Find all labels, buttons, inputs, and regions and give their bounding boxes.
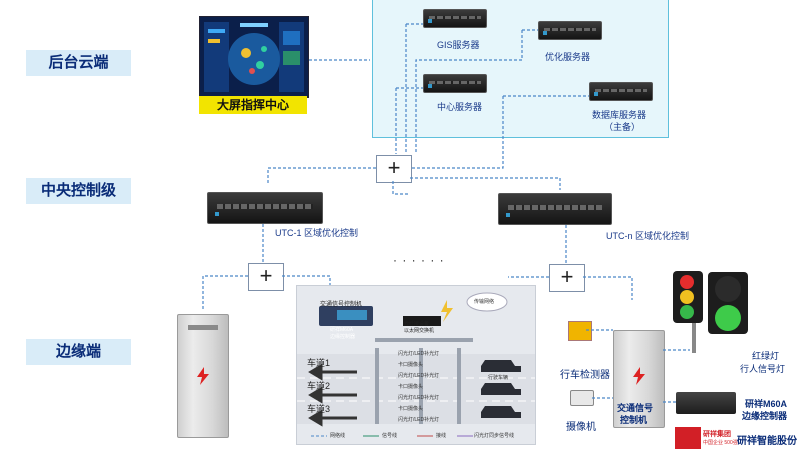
- hub-edge-right: +: [549, 264, 585, 292]
- edge-device-label-2: 边缘控制器: [742, 411, 788, 421]
- ellipsis: · · · · · ·: [393, 253, 445, 267]
- scene-device-row-6: 卡口摄像头: [398, 406, 424, 412]
- link-optimize-bus: [415, 30, 523, 154]
- tier-label-central: 中央控制级: [26, 178, 131, 204]
- scene-device-row-2: 卡口摄像头: [398, 362, 424, 368]
- scene-device-row-5: 闪光灯/LED补光灯: [398, 395, 440, 401]
- light-label-2: 行人信号灯: [740, 364, 786, 374]
- scene-edge-controller-1: 研祥M60A: [330, 327, 354, 333]
- signal-pole: [692, 323, 696, 353]
- logo-company: 研祥智能股份: [737, 436, 797, 447]
- roadside-cabinet-left: [177, 314, 229, 438]
- utc1-label: UTC-1 区域优化控制: [275, 228, 358, 238]
- scene-switch-1: 光纤接设备: [404, 321, 430, 327]
- scene-legend-2: 信号线: [382, 433, 398, 439]
- link-database-bus: [411, 96, 504, 169]
- edge-controller-device: [676, 392, 736, 414]
- road-scene: [297, 292, 535, 437]
- utc1-server: [207, 192, 323, 224]
- scene-edge-controller-2: 边缘控制器: [330, 334, 356, 340]
- vehicle-detector: [568, 321, 592, 341]
- light-label-1: 红绿灯: [752, 351, 780, 361]
- logo-brand: 研祥集团: [703, 431, 731, 438]
- hub-central: +: [376, 155, 412, 183]
- database-server-sublabel: （主备）: [604, 122, 641, 132]
- scene-legend-3: 接线: [436, 433, 447, 439]
- link-hub-down: [392, 181, 410, 195]
- center-server: [423, 74, 487, 93]
- scene-device-row-3: 闪光灯/LED补光灯: [398, 373, 440, 379]
- signal-controller-label-1: 交通信号: [617, 403, 654, 413]
- gis-server-label: GIS服务器: [437, 40, 480, 50]
- optimize-server-label: 优化服务器: [545, 52, 591, 62]
- logo-badge: 中国企业 500强: [703, 440, 738, 446]
- pedestrian-signal: [708, 272, 748, 334]
- hub-edge-left: +: [248, 263, 284, 291]
- utcn-label: UTC-n 区域优化控制: [606, 231, 689, 241]
- scene-controller-title: 交通信号控制机: [320, 302, 363, 308]
- scene-network-cloud: 传输网络: [474, 299, 495, 305]
- company-logo-mark: [675, 427, 701, 449]
- link-hub-utc1: [267, 167, 376, 183]
- scene-device-row-1: 闪光灯/LED补光灯: [398, 351, 440, 357]
- database-server-label: 数据库服务器: [592, 110, 647, 120]
- tier-label-edge: 边缘端: [26, 339, 131, 365]
- signal-controller-cabinet: [613, 330, 665, 428]
- tier-label-cloud: 后台云端: [26, 50, 131, 76]
- scene-lane-2: 车道2: [307, 381, 331, 391]
- scene-device-row-7: 闪光灯/LED补光灯: [398, 417, 440, 423]
- scene-panel: [296, 285, 536, 445]
- link-hub-left-cabinet: [202, 275, 248, 310]
- edge-device-label-1: 研祥M60A: [745, 399, 788, 409]
- vehicle-detector-label: 行车检测器: [560, 370, 610, 381]
- gis-server: [423, 9, 487, 28]
- scene-legend-4: 闪光灯同步信号线: [474, 433, 515, 439]
- database-server: [589, 82, 653, 101]
- scene-device-row-4: 卡口摄像头: [398, 384, 424, 390]
- traffic-light: [673, 271, 703, 323]
- scene-switch-2: 以太网交换机: [404, 328, 435, 334]
- scene-lane-3: 车道3: [307, 404, 331, 414]
- cloud-server-panel: [372, 0, 669, 138]
- link-hub-utcn: [410, 177, 561, 190]
- scene-legend-1: 网络线: [330, 433, 346, 439]
- link-hub-right-controller: [583, 276, 633, 300]
- utcn-server: [498, 193, 612, 225]
- lightning-warning-icon-right: [633, 367, 645, 385]
- lightning-warning-icon: [197, 367, 209, 385]
- optimize-server: [538, 21, 602, 40]
- big-screen-label: 大屏指挥中心: [199, 96, 307, 114]
- scene-lane-1: 车道1: [307, 358, 331, 368]
- link-hub-left-scene: [282, 275, 331, 300]
- scene-vehicle-label: 行驶车辆: [488, 375, 509, 381]
- center-server-label: 中心服务器: [437, 102, 483, 112]
- dashboard-screen-icon: [204, 22, 304, 92]
- camera-label: 摄像机: [566, 422, 596, 433]
- signal-controller-label-2: 控制机: [620, 415, 648, 425]
- big-screen-display: [199, 16, 309, 98]
